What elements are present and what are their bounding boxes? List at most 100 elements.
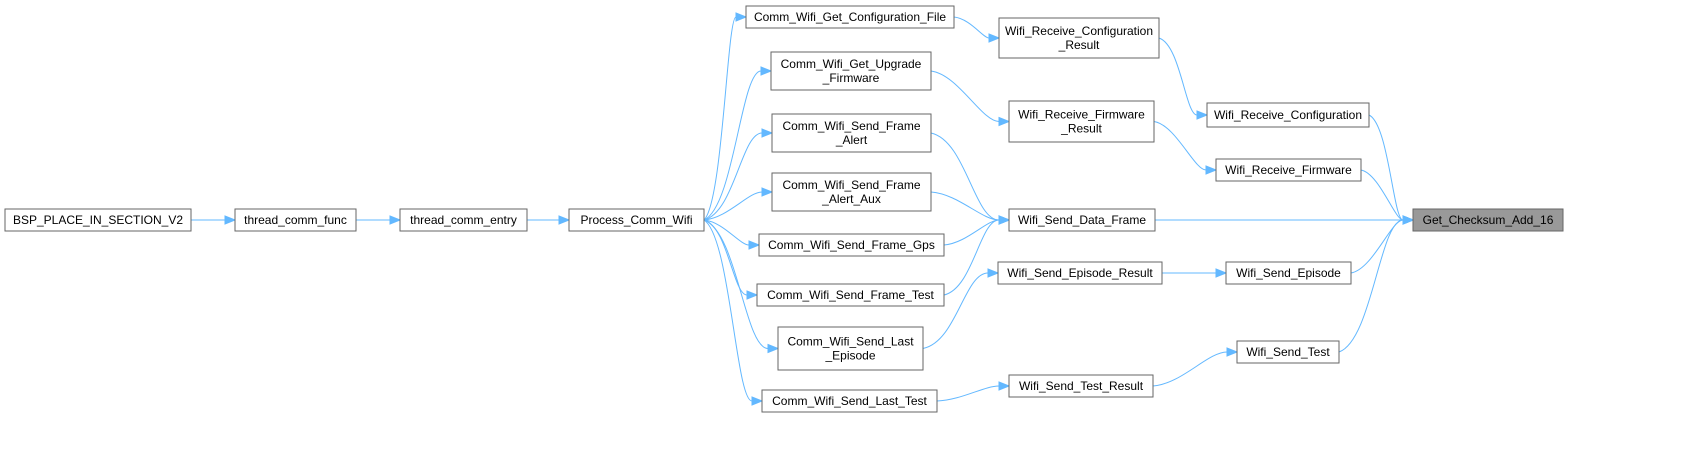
node-box bbox=[761, 389, 938, 413]
node-thread-comm-entry[interactable]: thread_comm_entry bbox=[399, 208, 528, 232]
edge-line bbox=[703, 70, 762, 221]
edge-line bbox=[1153, 121, 1207, 171]
arrowhead-icon bbox=[998, 215, 1011, 225]
node-label: Process_Comm_Wifi bbox=[580, 213, 692, 227]
edge-send_frame_alert_aux-to-send_data_frame bbox=[930, 191, 1011, 225]
edge-process_comm_wifi-to-get_upgrade_fw bbox=[703, 66, 773, 221]
node-label: Comm_Wifi_Send_Last bbox=[787, 335, 914, 349]
node-label: Comm_Wifi_Send_Last_Test bbox=[772, 394, 927, 408]
edge-process_comm_wifi-to-send_frame_alert bbox=[703, 128, 774, 221]
node-box bbox=[4, 208, 192, 232]
edge-line bbox=[1338, 219, 1404, 353]
edge-line bbox=[930, 191, 1000, 221]
edge-send_last_episode-to-send_episode_result bbox=[922, 268, 1000, 349]
arrowhead-icon bbox=[760, 66, 773, 76]
edge-line bbox=[703, 219, 748, 296]
node-label: Comm_Wifi_Send_Frame bbox=[782, 178, 920, 192]
node-box bbox=[1412, 208, 1564, 232]
edge-send_frame_alert-to-send_data_frame bbox=[930, 132, 1011, 225]
node-recv-fw-result[interactable]: Wifi_Receive_Firmware_Result bbox=[1008, 100, 1155, 143]
edge-send_data_frame-to-get_checksum bbox=[1155, 215, 1415, 225]
arrowhead-icon bbox=[1402, 215, 1415, 225]
edge-send_test-to-get_checksum bbox=[1338, 215, 1415, 353]
edge-process_comm_wifi-to-send_last_episode bbox=[703, 219, 780, 354]
edge-line bbox=[703, 219, 753, 402]
node-bsp[interactable]: BSP_PLACE_IN_SECTION_V2 bbox=[4, 208, 192, 232]
node-box bbox=[1236, 340, 1340, 364]
node-label: _Alert bbox=[835, 133, 868, 147]
arrowhead-icon bbox=[1196, 110, 1209, 120]
arrowhead-icon bbox=[761, 187, 774, 197]
node-label: Wifi_Send_Data_Frame bbox=[1018, 213, 1146, 227]
node-label: Wifi_Receive_Configuration bbox=[1005, 24, 1153, 38]
edge-thread_comm_entry-to-process_comm_wifi bbox=[527, 215, 571, 225]
node-recv-config-result[interactable]: Wifi_Receive_Configuration_Result bbox=[998, 17, 1160, 59]
arrowhead-icon bbox=[987, 268, 1000, 278]
edge-recv_config-to-get_checksum bbox=[1368, 114, 1415, 225]
edge-process_comm_wifi-to-send_frame_alert_aux bbox=[703, 187, 774, 221]
edge-line bbox=[703, 16, 737, 221]
edge-line bbox=[943, 219, 1000, 246]
arrowhead-icon bbox=[988, 33, 1001, 43]
edge-recv_fw-to-get_checksum bbox=[1360, 169, 1415, 225]
node-send-test-result[interactable]: Wifi_Send_Test_Result bbox=[1008, 374, 1154, 398]
node-label: thread_comm_entry bbox=[410, 213, 517, 227]
node-box bbox=[777, 326, 924, 371]
node-send-frame-test[interactable]: Comm_Wifi_Send_Frame_Test bbox=[756, 283, 945, 307]
node-get-upgrade-fw[interactable]: Comm_Wifi_Get_Upgrade_Firmware bbox=[770, 51, 932, 91]
node-send-frame-alert-aux[interactable]: Comm_Wifi_Send_Frame_Alert_Aux bbox=[771, 172, 932, 212]
edge-get_upgrade_fw-to-recv_fw_result bbox=[930, 70, 1011, 127]
node-label: Wifi_Send_Test bbox=[1246, 345, 1330, 359]
node-get-checksum[interactable]: Get_Checksum_Add_16 bbox=[1412, 208, 1564, 232]
node-label: Wifi_Receive_Configuration bbox=[1214, 108, 1362, 122]
node-send-episode-result[interactable]: Wifi_Send_Episode_Result bbox=[997, 261, 1163, 285]
edge-send_last_test-to-send_test_result bbox=[936, 381, 1011, 402]
node-label: thread_comm_func bbox=[244, 213, 347, 227]
node-label: Get_Checksum_Add_16 bbox=[1423, 213, 1554, 227]
arrowhead-icon bbox=[746, 290, 759, 300]
edge-send_test_result-to-send_test bbox=[1152, 347, 1239, 387]
edge-send_episode-to-get_checksum bbox=[1350, 215, 1415, 274]
edge-line bbox=[703, 132, 763, 221]
node-label: Comm_Wifi_Get_Upgrade bbox=[781, 57, 922, 71]
edge-process_comm_wifi-to-send_frame_gps bbox=[703, 219, 761, 250]
arrowhead-icon bbox=[389, 215, 402, 225]
arrowhead-icon bbox=[1226, 347, 1239, 357]
edge-recv_config_result-to-recv_config bbox=[1158, 37, 1209, 120]
node-send-last-episode[interactable]: Comm_Wifi_Send_Last_Episode bbox=[777, 326, 924, 371]
node-send-last-test[interactable]: Comm_Wifi_Send_Last_Test bbox=[761, 389, 938, 413]
edge-process_comm_wifi-to-get_config_file bbox=[703, 12, 748, 221]
arrowhead-icon bbox=[558, 215, 571, 225]
edge-line bbox=[703, 219, 750, 246]
node-get-config-file[interactable]: Comm_Wifi_Get_Configuration_File bbox=[745, 5, 955, 29]
node-box bbox=[756, 283, 945, 307]
node-send-episode[interactable]: Wifi_Send_Episode bbox=[1225, 261, 1352, 285]
node-label: Wifi_Receive_Firmware bbox=[1018, 108, 1145, 122]
node-thread-comm-func[interactable]: thread_comm_func bbox=[234, 208, 357, 232]
edge-line bbox=[1350, 219, 1404, 274]
edge-line bbox=[703, 191, 763, 221]
node-send-frame-gps[interactable]: Comm_Wifi_Send_Frame_Gps bbox=[758, 233, 945, 257]
node-label: Comm_Wifi_Get_Configuration_File bbox=[754, 10, 946, 24]
arrowhead-icon bbox=[224, 215, 237, 225]
node-process-comm-wifi[interactable]: Process_Comm_Wifi bbox=[568, 208, 705, 232]
node-recv-config[interactable]: Wifi_Receive_Configuration bbox=[1206, 102, 1370, 128]
arrowhead-icon bbox=[751, 396, 764, 406]
edge-line bbox=[1360, 169, 1404, 221]
edge-line bbox=[1152, 351, 1228, 387]
arrowhead-icon bbox=[761, 128, 774, 138]
arrowhead-icon bbox=[767, 343, 780, 354]
node-box bbox=[997, 261, 1163, 285]
node-box bbox=[998, 17, 1160, 59]
node-recv-fw[interactable]: Wifi_Receive_Firmware bbox=[1215, 158, 1362, 182]
node-send-data-frame[interactable]: Wifi_Send_Data_Frame bbox=[1008, 208, 1156, 232]
node-box bbox=[1008, 208, 1156, 232]
node-layer: BSP_PLACE_IN_SECTION_V2 thread_comm_func t… bbox=[4, 5, 1564, 413]
arrowhead-icon bbox=[735, 12, 748, 22]
node-box bbox=[568, 208, 705, 232]
node-label: Wifi_Send_Test_Result bbox=[1019, 379, 1144, 393]
node-send-frame-alert[interactable]: Comm_Wifi_Send_Frame_Alert bbox=[771, 113, 932, 153]
node-send-test[interactable]: Wifi_Send_Test bbox=[1236, 340, 1340, 364]
